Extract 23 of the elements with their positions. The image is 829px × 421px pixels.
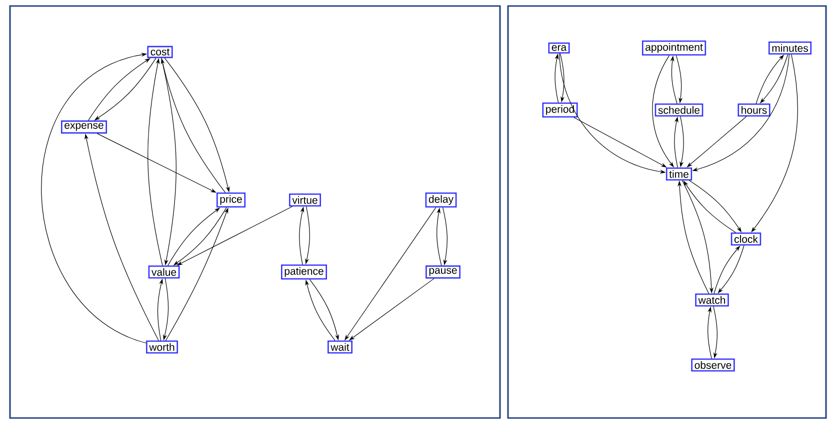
word-box: watch: [695, 294, 729, 306]
word-box: period: [542, 102, 578, 118]
word-box: patience: [281, 264, 327, 280]
word-box: price: [216, 192, 246, 208]
word-box: expense: [61, 120, 107, 134]
word-box: worth: [146, 340, 178, 354]
arrow: [751, 54, 798, 232]
panel-frame: [507, 5, 827, 419]
word-box: hours: [738, 104, 770, 116]
word-box: delay: [425, 192, 457, 208]
word-box: wait: [328, 340, 352, 354]
word-box: schedule: [654, 104, 704, 116]
word-box: pause: [426, 265, 460, 279]
word-box: time: [666, 168, 692, 180]
word-box: virtue: [289, 193, 321, 206]
word-box: era: [548, 42, 570, 54]
word-box: cost: [147, 46, 173, 58]
word-box: clock: [730, 232, 762, 246]
panel-frame: [9, 5, 501, 419]
word-box: value: [148, 266, 180, 278]
word-box: appointment: [642, 40, 706, 56]
word-box: minutes: [768, 42, 812, 54]
word-box: observe: [691, 358, 735, 372]
